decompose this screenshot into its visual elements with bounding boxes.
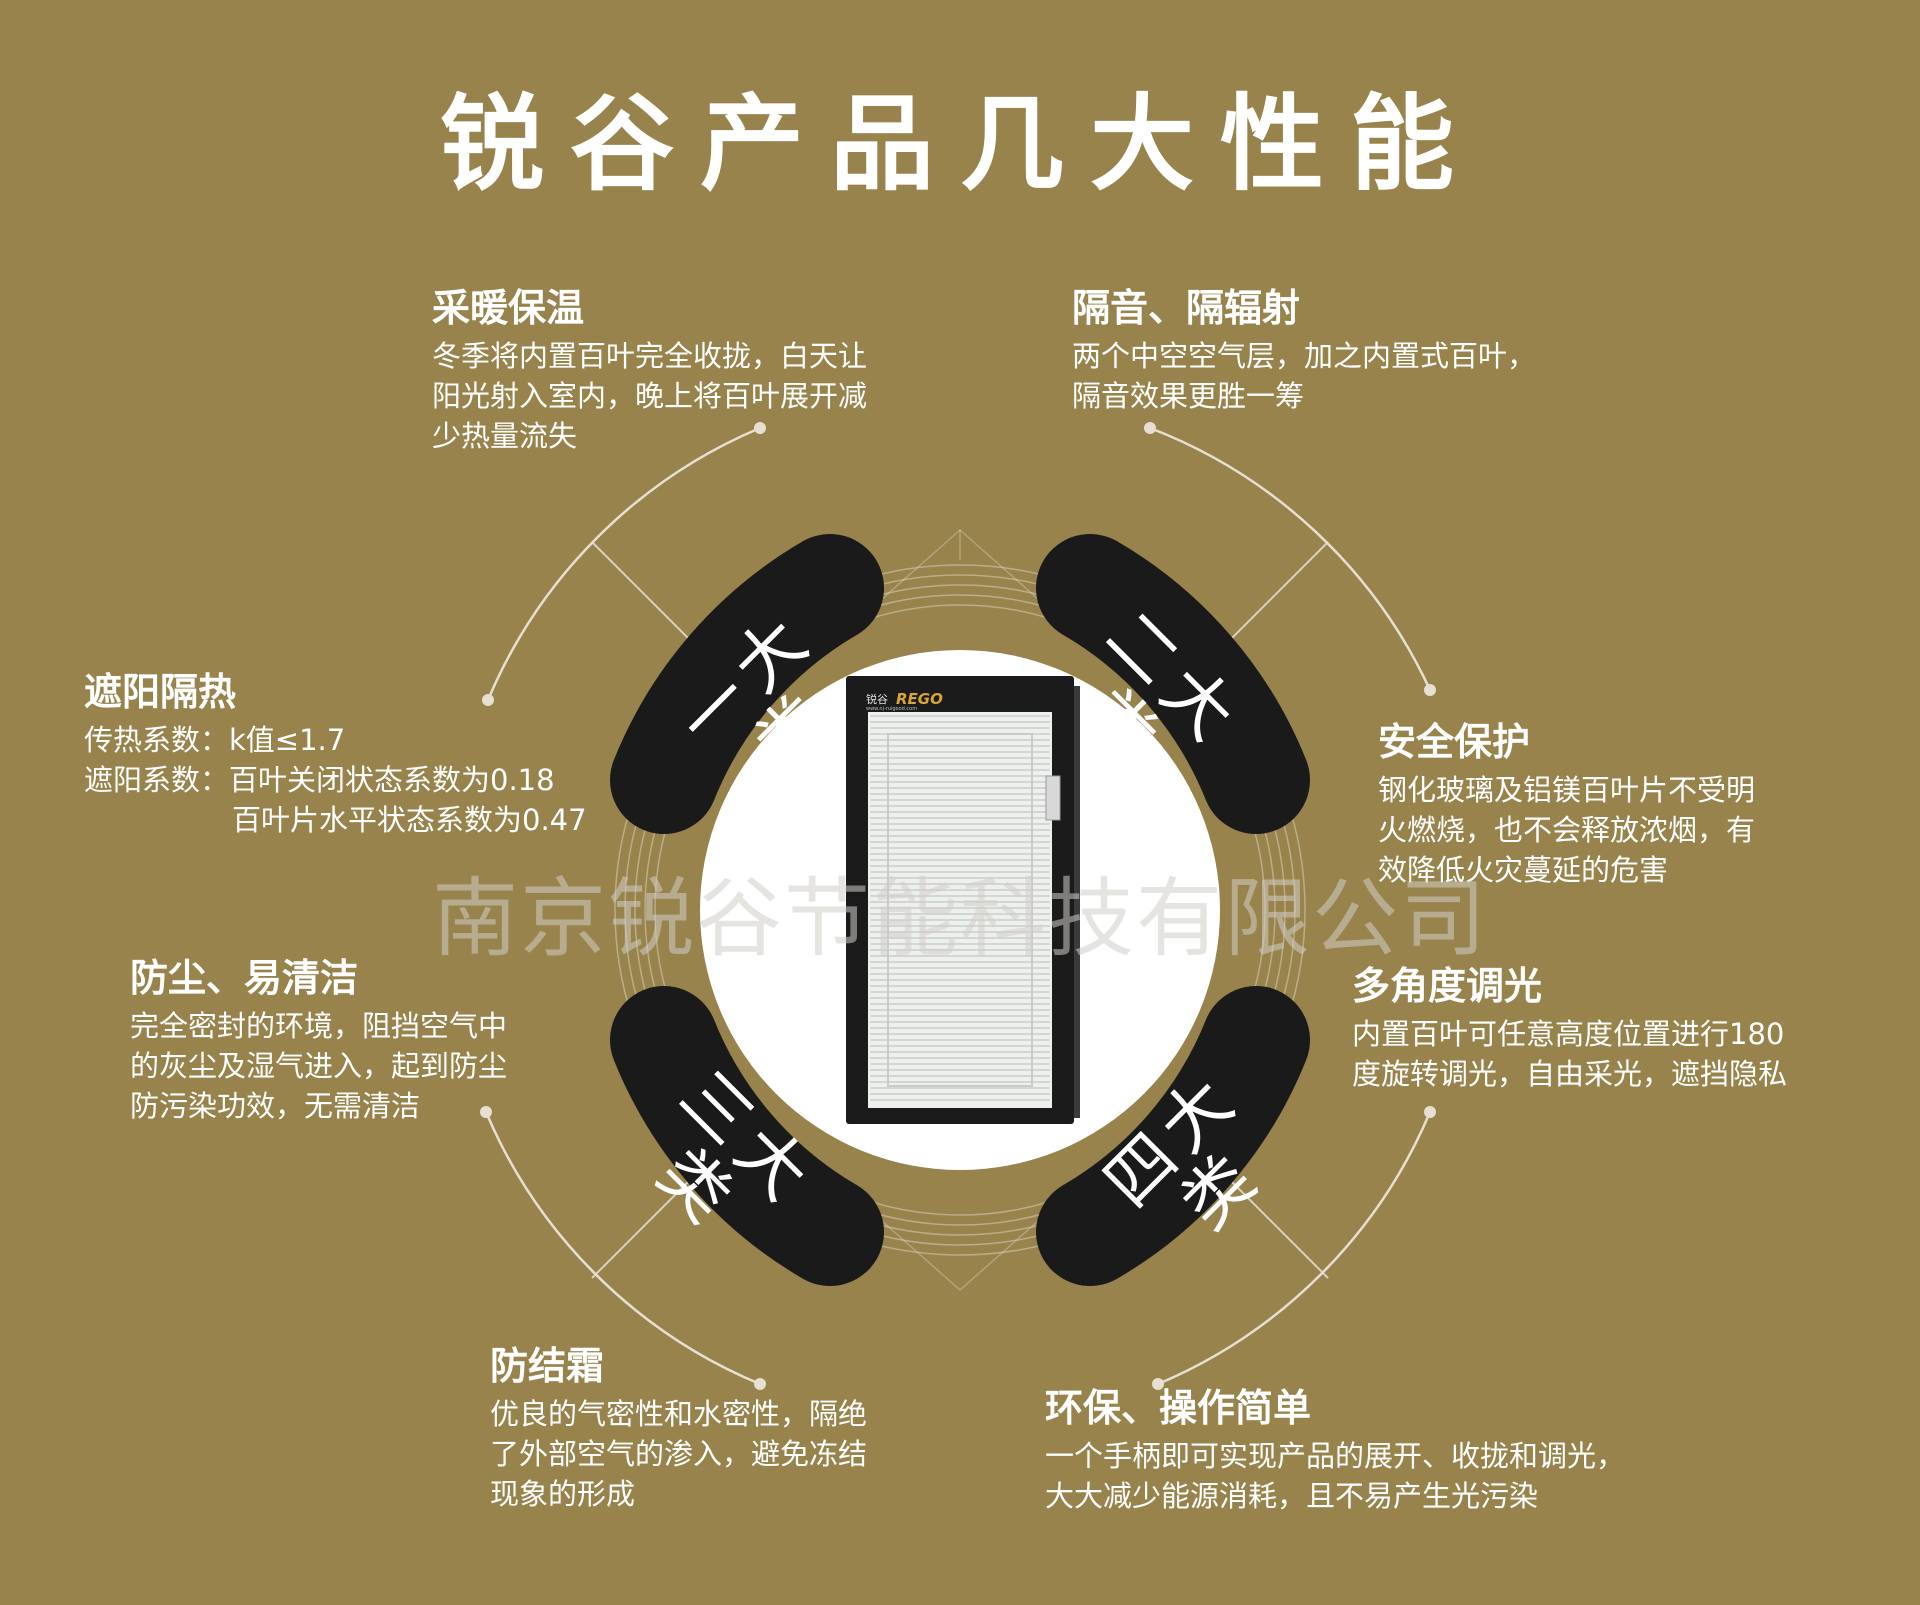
product-website: www.nj-ruigood.com — [866, 706, 917, 712]
feature-heading: 安全保护 — [1378, 720, 1531, 764]
band-c1 — [610, 534, 884, 834]
arc-dots — [480, 422, 1436, 1390]
shade-line-3-wrap: 百叶片水平状态系数为0.47 — [84, 800, 644, 840]
feature-heating: 采暖保温 冬季将内置百叶完全收拢，白天让 阳光射入室内，晚上将百叶展开减 少热量… — [432, 286, 922, 456]
feature-heading: 多角度调光 — [1352, 964, 1543, 1008]
feature-safety: 安全保护 钢化玻璃及铝镁百叶片不受明 火燃烧，也不会释放浓烟，有 效降低火灾蔓延… — [1378, 720, 1818, 890]
product-logo: REGO — [896, 690, 943, 708]
feature-heading: 隔音、隔辐射 — [1072, 286, 1301, 330]
feature-eco: 环保、操作简单 一个手柄即可实现产品的展开、收拢和调光， 大大减少能源消耗，且不… — [1045, 1386, 1745, 1516]
band-c3 — [610, 986, 884, 1286]
shade-line-3: 百叶片水平状态系数为0.47 — [232, 802, 587, 837]
feature-body: 钢化玻璃及铝镁百叶片不受明 火燃烧，也不会释放浓烟，有 效降低火灾蔓延的危害 — [1378, 772, 1756, 887]
category-bands — [610, 534, 1310, 1286]
concentric-rings — [614, 564, 1306, 1256]
feature-frost: 防结霜 优良的气密性和水密性，隔绝 了外部空气的渗入，避免冻结 现象的形成 — [490, 1344, 930, 1514]
feature-body: 优良的气密性和水密性，隔绝 了外部空气的渗入，避免冻结 现象的形成 — [490, 1396, 868, 1511]
feature-sound: 隔音、隔辐射 两个中空空气层，加之内置式百叶， 隔音效果更胜一筹 — [1072, 286, 1592, 416]
feature-heading: 环保、操作简单 — [1045, 1386, 1312, 1430]
feature-body: 冬季将内置百叶完全收拢，白天让 阳光射入室内，晚上将百叶展开减 少热量流失 — [432, 338, 868, 453]
diagonal-lines — [591, 541, 1329, 1279]
feature-heading: 采暖保温 — [432, 286, 585, 330]
company-watermark: 南京锐谷节能科技有限公司 — [432, 869, 1488, 969]
feature-body: 一个手柄即可实现产品的展开、收拢和调光， 大大减少能源消耗，且不易产生光污染 — [1045, 1438, 1626, 1513]
band-c4 — [1036, 986, 1310, 1286]
shade-line-2: 遮阳系数：百叶关闭状态系数为0.18 — [84, 762, 555, 797]
feature-dust: 防尘、易清洁 完全密封的环境，阻挡空气中 的灰尘及湿气进入，起到防尘 防污染功效… — [130, 956, 560, 1126]
page-title: 锐谷产品几大性能 — [439, 83, 1480, 205]
feature-body: 完全密封的环境，阻挡空气中 的灰尘及湿气进入，起到防尘 防污染功效，无需清洁 — [130, 1008, 508, 1123]
feature-body: 两个中空空气层，加之内置式百叶， 隔音效果更胜一筹 — [1072, 338, 1537, 413]
feature-heading: 防结霜 — [490, 1344, 605, 1388]
band-c2 — [1036, 534, 1310, 834]
product-brand: 锐谷 — [866, 692, 888, 706]
window-product-image: 锐谷 REGO www.nj-ruigood.com — [846, 676, 1080, 1124]
feature-dimming: 多角度调光 内置百叶可任意高度位置进行180 度旋转调光，自由采光，遮挡隐私 — [1352, 964, 1872, 1094]
feature-heading: 防尘、易清洁 — [130, 956, 359, 1000]
shade-line-1: 传热系数：k值≤1.7 — [84, 722, 346, 757]
feature-shade: 遮阳隔热 传热系数：k值≤1.7 遮阳系数：百叶关闭状态系数为0.18 百叶片水… — [84, 670, 644, 840]
feature-heading: 遮阳隔热 — [84, 670, 237, 714]
feature-body: 内置百叶可任意高度位置进行180 度旋转调光，自由采光，遮挡隐私 — [1352, 1016, 1788, 1091]
